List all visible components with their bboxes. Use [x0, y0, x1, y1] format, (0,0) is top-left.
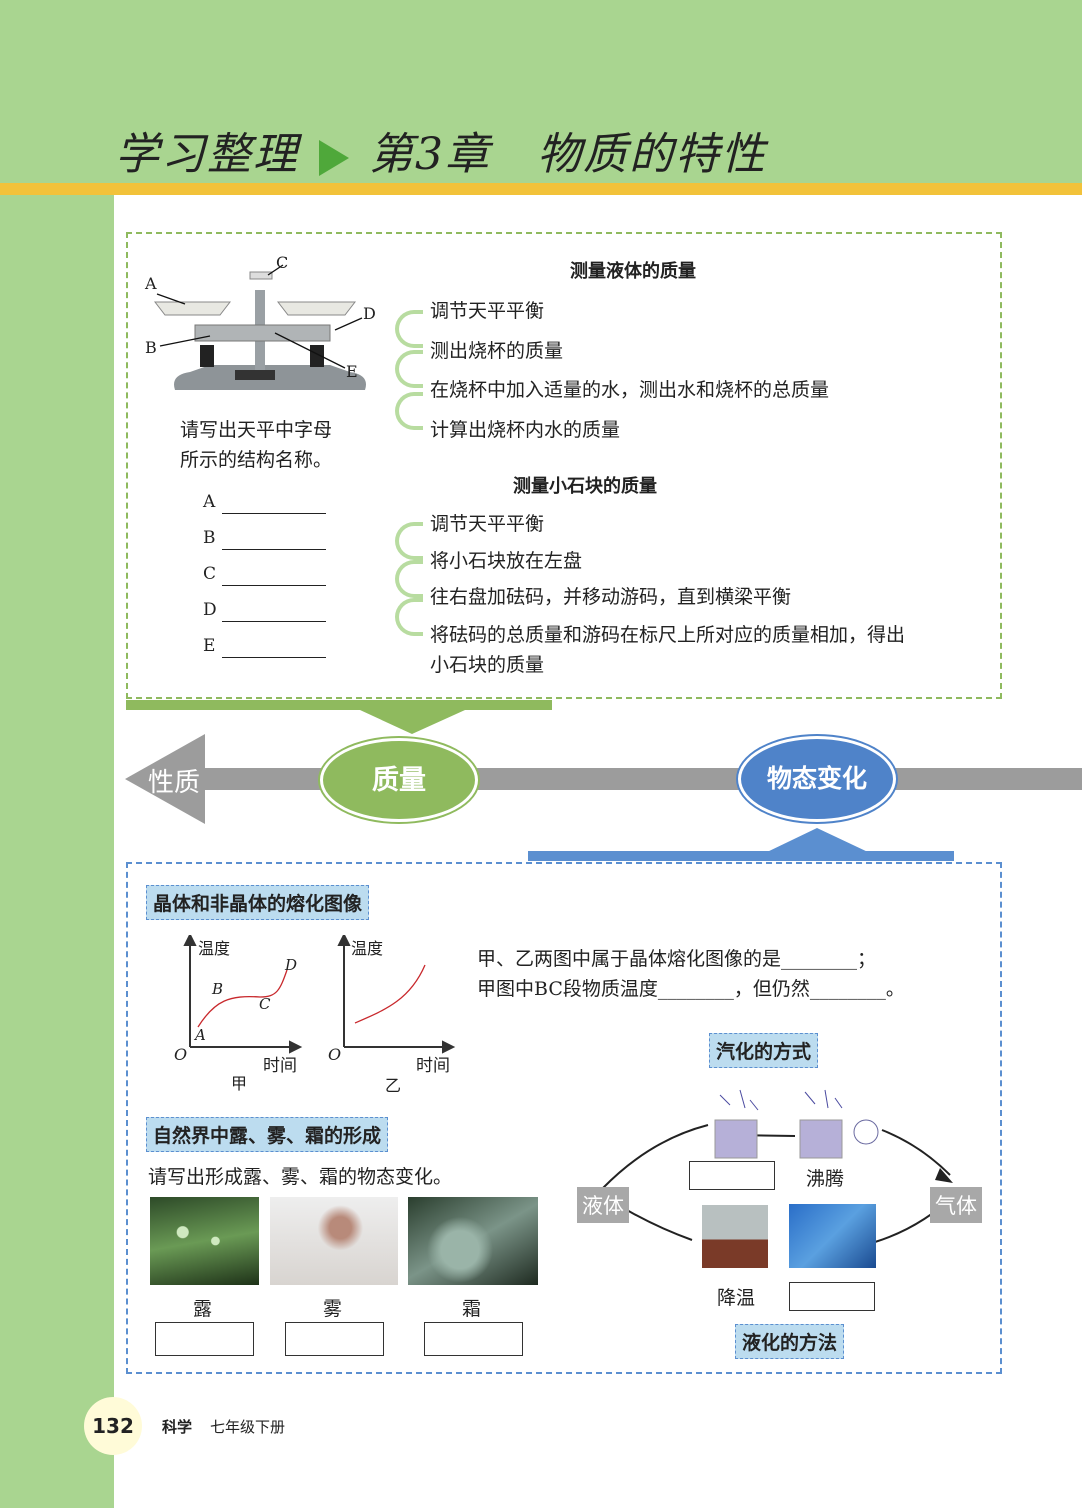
y-axis-label: 温度	[351, 939, 384, 958]
dew-photo	[150, 1197, 259, 1285]
stone-mass-heading: 测量小石块的质量	[513, 476, 657, 497]
step-arrow-icon	[395, 598, 423, 636]
frost-label: 霜	[462, 1298, 482, 1320]
liquid-step: 测出烧杯的质量	[430, 340, 564, 362]
gas-label: 气体	[930, 1187, 982, 1223]
liquid-label: 液体	[577, 1187, 629, 1223]
y-axis-label: 温度	[198, 939, 231, 958]
mass-measurement-panel	[126, 232, 1002, 699]
melting-question-2: 甲图中BC段物质温度________，但仍然________。	[477, 978, 905, 1000]
fog-answer-box[interactable]	[285, 1322, 384, 1356]
melting-graph-tag: 晶体和非晶体的熔化图像	[146, 885, 370, 920]
liquid-step: 在烧杯中加入适量的水，测出水和烧杯的总质量	[430, 379, 830, 401]
compression-syringe-photo	[789, 1204, 876, 1268]
answer-label: B	[203, 528, 216, 548]
fog-label: 雾	[323, 1298, 343, 1320]
point-b: B	[212, 980, 224, 998]
concept-connector	[125, 700, 1082, 861]
balance-illustration	[153, 264, 366, 390]
step-arrow-icon	[395, 310, 423, 348]
stone-step: 调节天平平衡	[430, 513, 545, 535]
answer-blank-a[interactable]	[222, 513, 326, 514]
cycle-arrows	[602, 1089, 957, 1243]
vaporization-answer-box[interactable]	[689, 1161, 775, 1190]
left-margin-bar	[0, 195, 114, 1508]
graph-label-jia: 甲	[231, 1074, 248, 1093]
step-arrow-icon	[395, 560, 423, 598]
cooling-label: 降温	[717, 1287, 756, 1309]
footer-subject: 科学	[162, 1418, 193, 1436]
point-d: D	[285, 956, 298, 974]
balance-prompt-2: 所示的结构名称。	[180, 449, 333, 471]
page-number: 132	[84, 1397, 142, 1455]
play-triangle-icon	[319, 139, 349, 176]
page-title: 学习整理 第3章 物质的特性	[115, 118, 767, 182]
answer-blank-c[interactable]	[222, 585, 326, 586]
step-arrow-icon	[395, 392, 423, 430]
point-a: A	[195, 1026, 206, 1044]
answer-blank-b[interactable]	[222, 549, 326, 550]
stone-step: 将小石块放在左盘	[430, 550, 583, 572]
crystal-curve	[197, 969, 288, 1028]
answer-blank-e[interactable]	[222, 657, 326, 658]
answer-label: C	[203, 564, 217, 584]
header-band	[0, 0, 1082, 183]
step-arrow-icon	[395, 522, 423, 560]
nature-prompt: 请写出形成露、雾、霜的物态变化。	[148, 1166, 453, 1188]
vaporization-tag: 汽化的方式	[709, 1033, 819, 1068]
origin-label: O	[328, 1045, 342, 1064]
liquid-step: 调节天平平衡	[430, 300, 545, 322]
state-change-node: 物态变化	[738, 736, 896, 822]
liquefaction-answer-box[interactable]	[789, 1282, 875, 1311]
frost-answer-box[interactable]	[424, 1322, 523, 1356]
header-stripe	[0, 183, 1082, 195]
boiling-label: 沸腾	[806, 1168, 845, 1190]
graph-label-yi: 乙	[385, 1076, 402, 1095]
answer-label: E	[203, 636, 216, 656]
property-label: 性质	[148, 768, 201, 798]
point-c: C	[259, 995, 271, 1013]
step-arrow-icon	[395, 350, 423, 388]
answer-label: A	[203, 492, 216, 512]
answer-label: D	[203, 600, 217, 620]
cooling-beaker-photo	[702, 1205, 768, 1268]
fog-photo	[270, 1197, 398, 1285]
balance-label-b: B	[145, 338, 157, 357]
x-axis-label: 时间	[263, 1056, 297, 1076]
stone-step: 往右盘加砝码，并移动游码，直到横梁平衡	[430, 586, 792, 608]
dew-label: 露	[193, 1298, 213, 1320]
balance-label-a: A	[145, 274, 157, 293]
stone-step: 小石块的质量	[430, 654, 545, 676]
balance-label-d: D	[363, 304, 376, 323]
frost-photo	[408, 1197, 538, 1285]
origin-label: O	[174, 1045, 188, 1064]
title-section: 学习整理	[115, 129, 299, 180]
stone-step: 将砝码的总质量和游码在标尺上所对应的质量相加，得出	[430, 624, 906, 646]
footer-grade: 七年级下册	[210, 1418, 286, 1436]
nature-tag: 自然界中露、雾、霜的形成	[146, 1117, 389, 1152]
amorphous-curve	[354, 964, 426, 1024]
balance-label-e: E	[346, 362, 358, 381]
title-chapter: 第3章 物质的特性	[369, 129, 767, 180]
balance-prompt: 请写出天平中字母	[180, 419, 333, 441]
liquid-step: 计算出烧杯内水的质量	[430, 419, 621, 441]
state-change-panel	[126, 862, 1002, 1374]
melting-graphs	[183, 935, 456, 1054]
liquid-mass-heading: 测量液体的质量	[570, 261, 696, 282]
x-axis-label: 时间	[416, 1056, 450, 1076]
dew-answer-box[interactable]	[155, 1322, 254, 1356]
melting-question-1: 甲、乙两图中属于晶体熔化图像的是________；	[477, 948, 877, 970]
mass-node: 质量	[320, 738, 478, 822]
answer-blank-d[interactable]	[222, 621, 326, 622]
liquefaction-tag: 液化的方法	[735, 1324, 845, 1359]
balance-label-c: C	[276, 253, 289, 272]
